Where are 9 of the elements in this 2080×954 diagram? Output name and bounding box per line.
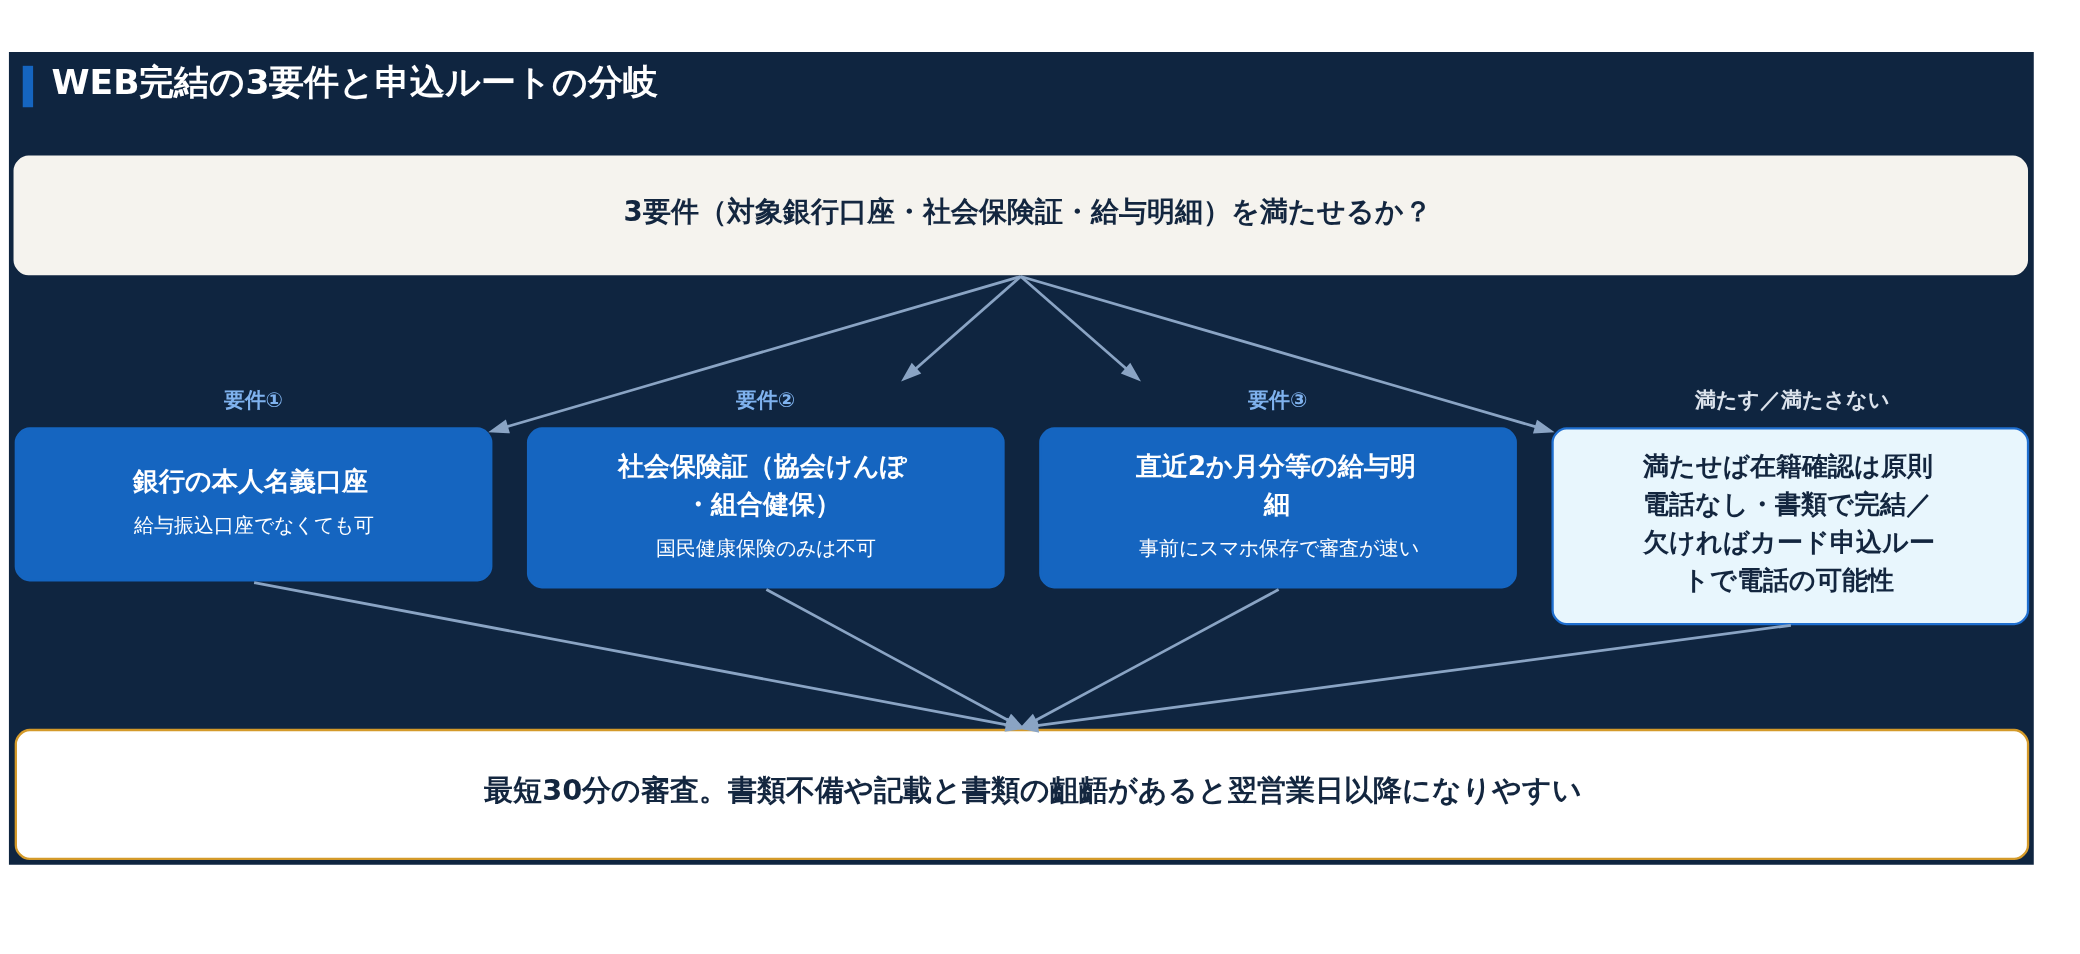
arrow (901, 275, 1022, 382)
arrow (1019, 275, 1141, 382)
diagram-title: WEB完結の3要件と申込ルートの分岐 (51, 62, 659, 103)
node-label: 要件③ (1248, 388, 1308, 413)
node-label: 満たす／満たさない (1694, 388, 1890, 413)
arrow (488, 275, 1022, 434)
arrow (1020, 275, 1555, 434)
node-label: 要件② (735, 388, 796, 413)
node-label: 要件① (223, 388, 284, 413)
